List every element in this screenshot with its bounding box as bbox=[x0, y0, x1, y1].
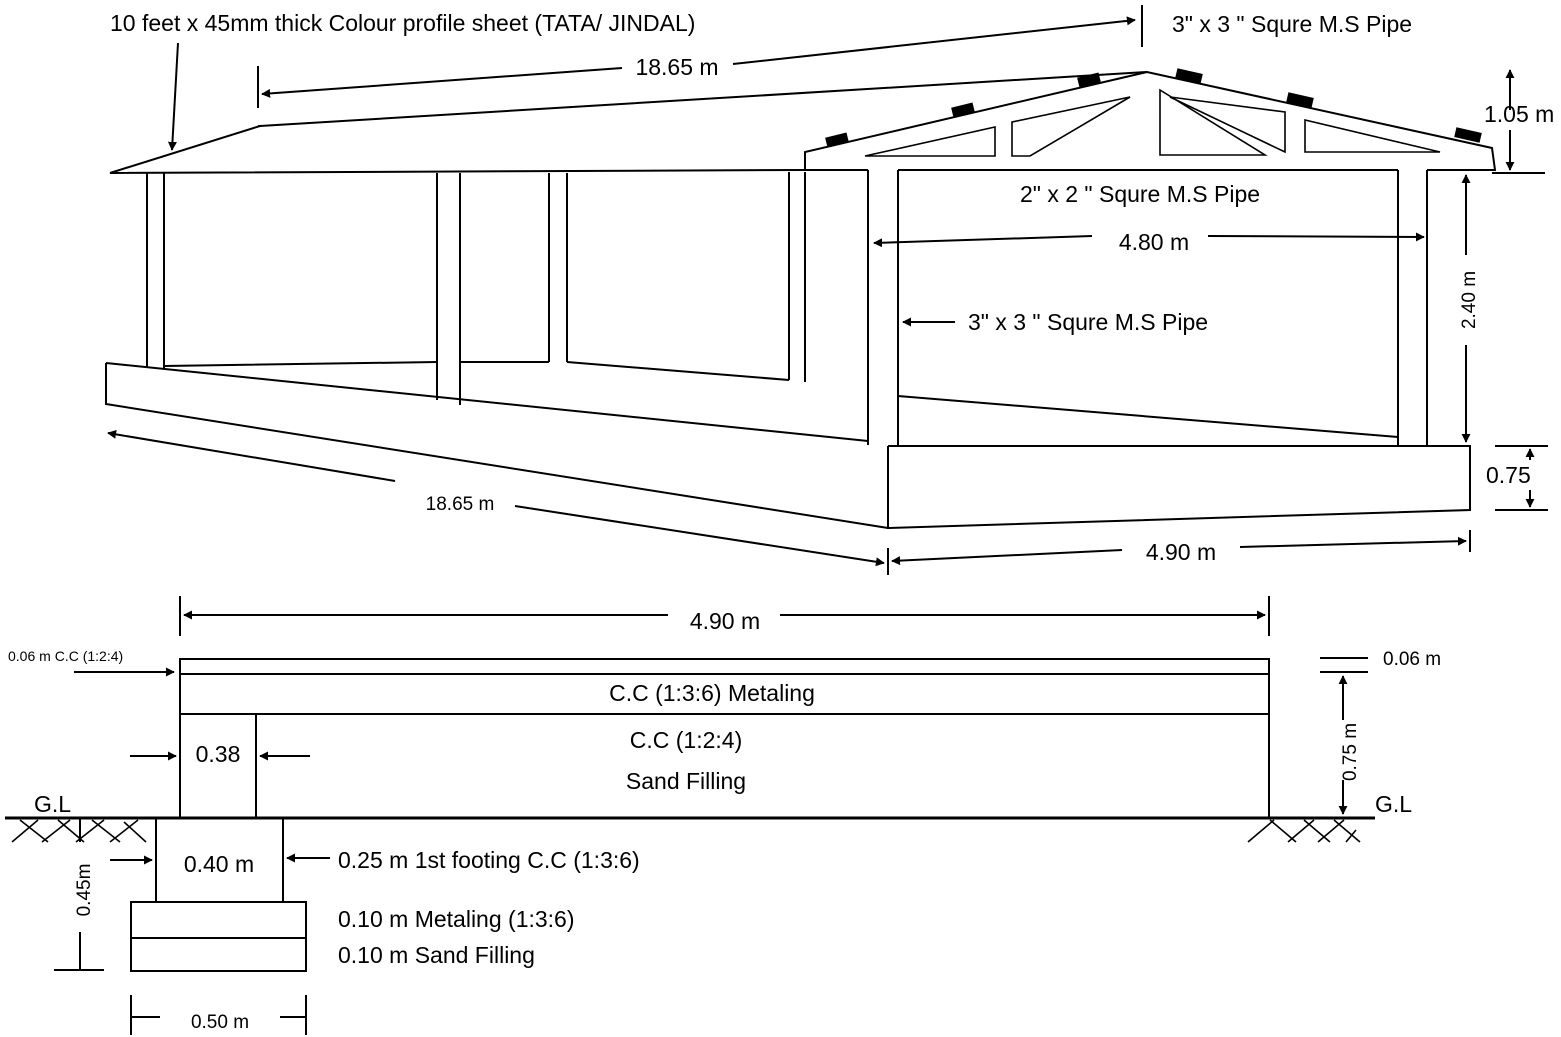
depth-dim bbox=[54, 818, 104, 971]
metaling-label: C.C (1:3:6) Metaling bbox=[609, 680, 815, 706]
span-label: 4.80 m bbox=[1119, 229, 1189, 255]
base-width-arrow-right bbox=[1239, 536, 1467, 548]
footing-width-label: 0.40 m bbox=[184, 851, 254, 877]
purlin-blocks bbox=[825, 68, 1482, 148]
rise-label: 1.05 m bbox=[1484, 101, 1554, 127]
roof-dim-arrow-left bbox=[261, 67, 623, 98]
roof-truss bbox=[804, 70, 1497, 171]
depth-label: 0.45m bbox=[74, 864, 95, 917]
base-sand-label: 0.10 m Sand Filling bbox=[338, 942, 535, 968]
gl-left-label: G.L bbox=[34, 791, 71, 817]
pcc-label: 0.06 m C.C (1:2:4) bbox=[8, 648, 123, 664]
base-metaling-label: 0.10 m Metaling (1:3:6) bbox=[338, 906, 575, 932]
base-metaling-layer bbox=[130, 901, 307, 939]
sheet-arrow bbox=[167, 42, 179, 151]
cc-fill-label: C.C (1:2:4) bbox=[630, 727, 742, 753]
pcc-top-layer bbox=[179, 658, 1270, 675]
roof-sheet-outline bbox=[109, 71, 1148, 174]
span-arrow-right bbox=[1207, 232, 1425, 242]
base-length-label: 18.65 m bbox=[426, 494, 495, 515]
wall-lines bbox=[163, 361, 1399, 438]
column-height-label: 2.40 m bbox=[1459, 271, 1480, 329]
roof-length-label: 18.65 m bbox=[635, 54, 718, 80]
section-width-label: 4.90 m bbox=[690, 608, 760, 634]
base-length-arrow-left bbox=[107, 429, 396, 482]
wall-width-label: 0.38 bbox=[196, 741, 241, 767]
pcc-thick-label: 0.06 m bbox=[1383, 649, 1441, 670]
base-length-arrow-right bbox=[514, 505, 885, 567]
pipe-top-label: 3" x 3 " Squre M.S Pipe bbox=[1172, 11, 1412, 37]
plinth-height-label: 0.75 bbox=[1486, 462, 1531, 488]
shed-elevation bbox=[105, 68, 1497, 530]
columns bbox=[146, 170, 1428, 446]
base-width-arrow-left bbox=[891, 549, 1123, 566]
sand-fill-label: Sand Filling bbox=[626, 768, 746, 794]
span-arrow-left bbox=[873, 235, 1093, 248]
column-pipe-label: 3" x 3 " Squre M.S Pipe bbox=[968, 309, 1208, 335]
gl-right-label: G.L bbox=[1375, 791, 1412, 817]
plinth-block bbox=[105, 362, 1471, 530]
truss-inner-chord bbox=[864, 88, 1441, 157]
base-width-label-section: 0.50 m bbox=[191, 1012, 249, 1033]
purlin-pipe-label: 2" x 2 " Squre M.S Pipe bbox=[1020, 181, 1260, 207]
ground-hatch bbox=[11, 819, 1361, 843]
footing bbox=[155, 818, 284, 902]
base-width-dim bbox=[130, 995, 307, 1035]
metaling-layer bbox=[179, 673, 1270, 715]
base-width-label: 4.90 m bbox=[1146, 539, 1216, 565]
roof-dim-arrow-right bbox=[732, 16, 1136, 65]
footing-label: 0.25 m 1st footing C.C (1:3:6) bbox=[338, 847, 640, 873]
base-sand-layer bbox=[130, 937, 307, 972]
sheet-label: 10 feet x 45mm thick Colour profile shee… bbox=[110, 10, 695, 36]
section-plinth-label: 0.75 m bbox=[1340, 723, 1361, 781]
